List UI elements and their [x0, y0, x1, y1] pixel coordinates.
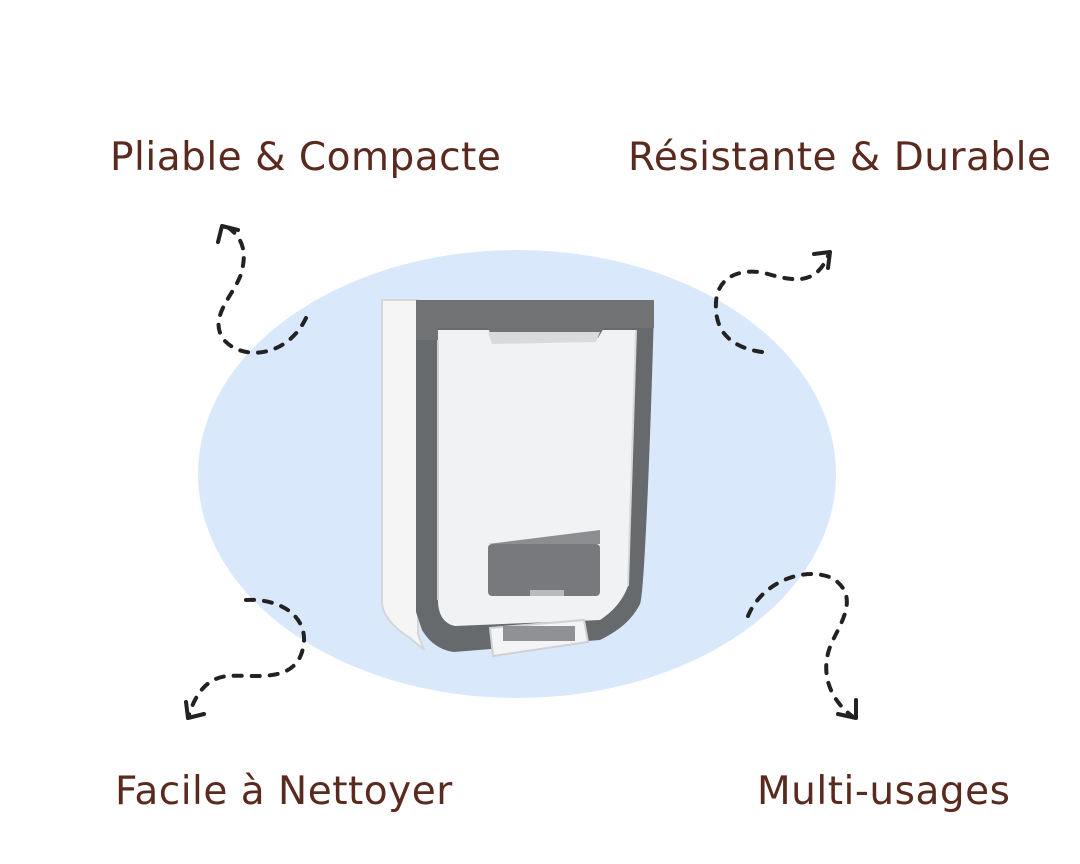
highlight-ellipse [198, 250, 836, 698]
feature-resistant-durable: Résistante & Durable [628, 135, 1052, 180]
feature-foldable-compact: Pliable & Compacte [110, 135, 502, 180]
feature-multi-use: Multi-usages [757, 769, 1011, 814]
feature-easy-clean: Facile à Nettoyer [115, 769, 453, 814]
